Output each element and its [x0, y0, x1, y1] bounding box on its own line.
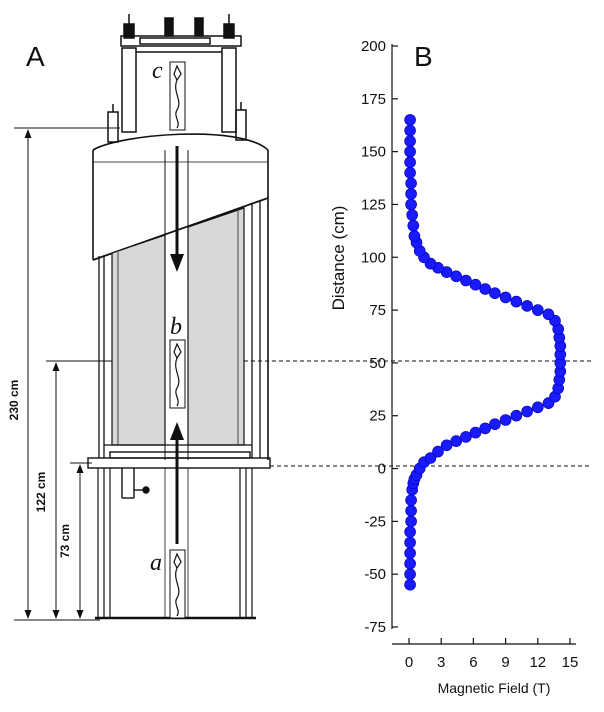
dimension-73cm: 73 cm — [58, 524, 72, 558]
data-point — [499, 291, 512, 304]
data-point — [521, 300, 533, 312]
data-point — [450, 435, 463, 447]
data-point — [404, 578, 416, 591]
data-point — [479, 283, 492, 295]
y-tick-label: 75 — [369, 302, 386, 319]
y-tick-label: 0 — [378, 461, 386, 478]
data-point — [407, 219, 420, 232]
x-tick-label: 3 — [437, 654, 445, 671]
y-tick-label: 100 — [361, 249, 386, 266]
position-c-label: c — [152, 58, 163, 84]
data-point — [404, 145, 416, 158]
sample-holder-c — [169, 61, 186, 131]
top-fittings — [107, 14, 247, 143]
motion-arrows — [170, 146, 184, 544]
y-ticks: 200 175 150 125 100 75 50 25 0 -25 -50 -75 — [361, 38, 398, 636]
y-tick-label: -75 — [364, 619, 386, 636]
x-tick-label: 9 — [501, 654, 509, 671]
data-point — [405, 504, 417, 517]
x-ticks: 0 3 6 9 12 15 — [405, 638, 579, 671]
panel-a: A — [7, 14, 592, 621]
y-tick-label: 50 — [369, 355, 386, 372]
data-point — [408, 230, 421, 242]
data-point — [460, 431, 472, 443]
dimension-230cm: 230 cm — [7, 380, 21, 421]
y-tick-label: 175 — [361, 91, 386, 108]
data-point — [404, 536, 416, 549]
position-a-label: a — [150, 550, 162, 576]
data-point — [469, 278, 482, 291]
data-point — [440, 439, 453, 452]
data-point — [404, 526, 416, 538]
y-tick-label: 25 — [369, 408, 386, 425]
data-point — [460, 274, 472, 287]
data-point — [450, 270, 463, 283]
data-point — [405, 515, 417, 528]
data-point — [404, 114, 416, 126]
coil-right — [187, 207, 245, 446]
data-point — [469, 426, 482, 439]
data-point — [510, 409, 523, 422]
sample-holder-a — [169, 549, 186, 619]
data-point — [406, 209, 419, 221]
data-point — [424, 452, 437, 464]
dimension-122cm: 122 cm — [34, 472, 48, 513]
panel-b: B 200 175 150 125 100 75 50 25 0 -25 -50 -75 0 3 6 9 12… — [329, 38, 578, 696]
data-point — [405, 177, 417, 190]
dimension-lines — [14, 127, 120, 621]
y-tick-label: 200 — [361, 38, 386, 55]
data-point — [432, 445, 444, 458]
data-point — [404, 568, 416, 581]
data-point — [404, 547, 416, 559]
data-point — [521, 405, 533, 418]
y-tick-label: 125 — [361, 196, 386, 213]
data-point — [510, 295, 523, 308]
panel-a-label: A — [26, 41, 45, 72]
y-axis-title: Distance (cm) — [329, 206, 348, 311]
x-tick-label: 6 — [469, 654, 477, 671]
data-point — [405, 188, 417, 200]
dome — [92, 133, 269, 151]
data-point — [531, 304, 544, 316]
data-point — [479, 422, 492, 435]
y-tick-label: -25 — [364, 513, 386, 530]
y-tick-label: -50 — [364, 566, 386, 583]
sample-holder-b — [169, 339, 186, 409]
y-tick-label: 150 — [361, 144, 386, 161]
data-markers — [404, 114, 567, 591]
x-tick-label: 12 — [529, 654, 546, 671]
x-axis-title: Magnetic Field (T) — [438, 680, 551, 696]
x-tick-label: 0 — [405, 654, 413, 671]
field-curve-line — [409, 119, 561, 585]
position-b-label: b — [170, 314, 182, 340]
data-point — [404, 135, 416, 147]
base-flange — [87, 451, 271, 499]
coil-left — [111, 234, 166, 446]
data-point — [404, 156, 416, 168]
data-point — [405, 494, 417, 507]
data-point — [489, 287, 501, 300]
data-point — [531, 401, 544, 414]
data-point — [404, 167, 416, 179]
x-tick-label: 15 — [562, 654, 579, 671]
data-point — [499, 414, 512, 426]
data-point — [404, 557, 416, 570]
data-point — [489, 418, 501, 431]
data-point — [542, 308, 555, 321]
data-point — [405, 198, 417, 211]
data-point — [404, 124, 416, 137]
panel-b-label: B — [414, 41, 433, 72]
